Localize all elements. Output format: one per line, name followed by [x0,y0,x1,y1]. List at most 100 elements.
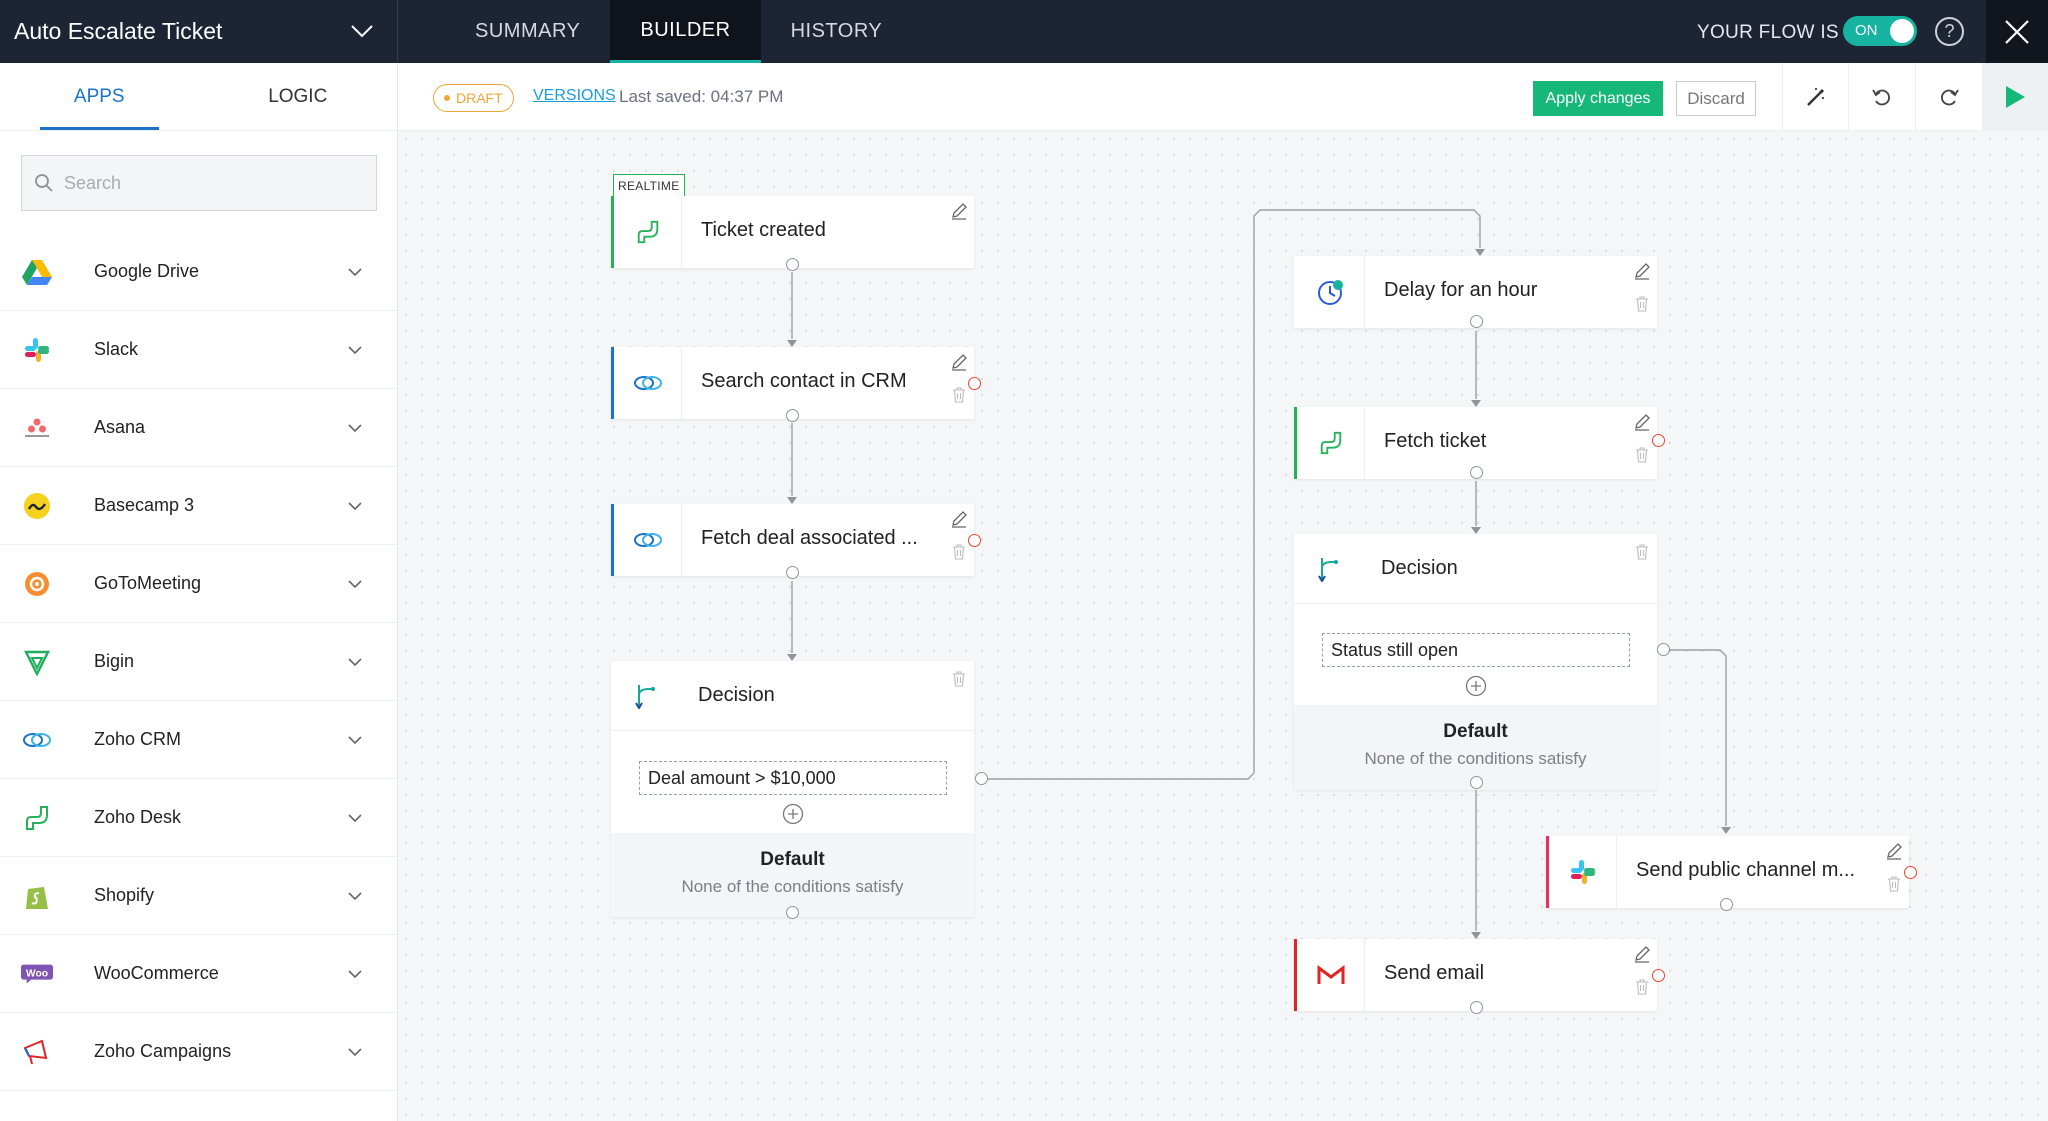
redo-button[interactable] [1915,63,1981,131]
flow-on-toggle[interactable]: ON [1843,16,1917,46]
edit-icon[interactable] [1633,945,1651,963]
app-name: Zoho Desk [94,807,182,827]
app-name: Zoho CRM [94,729,182,749]
chevron-down-icon[interactable] [347,264,363,280]
tab-history[interactable]: HISTORY [790,20,883,42]
app-item-google-drive[interactable]: Google Drive [0,233,397,311]
versions-link[interactable]: VERSIONS [533,87,616,104]
edit-icon[interactable] [950,353,968,371]
decision-node-2[interactable]: Decision Status still open Default None … [1294,534,1657,790]
edit-icon[interactable] [950,202,968,220]
output-port[interactable] [786,566,799,579]
search-input[interactable] [64,172,296,194]
error-port[interactable] [1652,434,1665,447]
app-item-basecamp[interactable]: Basecamp 3 [0,467,397,545]
edit-icon[interactable] [950,510,968,528]
trash-icon[interactable] [1887,876,1901,892]
trash-icon[interactable] [952,387,966,403]
app-name: Bigin [94,651,135,671]
app-item-woocommerce[interactable]: Woo WooCommerce [0,935,397,1013]
tab-apps[interactable]: APPS [0,63,199,130]
tab-summary[interactable]: SUMMARY [475,20,581,42]
slack-icon [1549,836,1617,908]
app-item-slack[interactable]: Slack [0,311,397,389]
app-name: GoToMeeting [94,573,202,593]
undo-button[interactable] [1848,63,1914,131]
tab-builder[interactable]: BUILDER [610,0,761,63]
edit-icon[interactable] [1633,413,1651,431]
output-port[interactable] [786,258,799,271]
node-search-contact-crm[interactable]: Search contact in CRM [611,347,974,419]
condition-port[interactable] [1657,643,1670,656]
add-condition-icon[interactable] [782,803,804,825]
edit-icon[interactable] [1885,842,1903,860]
output-port[interactable] [786,409,799,422]
apply-changes-button[interactable]: Apply changes [1533,81,1663,116]
app-item-gotomeeting[interactable]: GoToMeeting [0,545,397,623]
discard-button[interactable]: Discard [1676,81,1756,116]
trash-icon[interactable] [1635,296,1649,312]
node-title: Fetch deal associated ... [701,527,918,549]
node-send-email[interactable]: Send email [1294,939,1657,1011]
error-port[interactable] [968,377,981,390]
chevron-down-icon[interactable] [347,342,363,358]
help-icon[interactable]: ? [1935,17,1964,46]
flow-selector[interactable]: Auto Escalate Ticket [0,0,398,63]
condition-port[interactable] [975,772,988,785]
app-item-zoho-crm[interactable]: Zoho CRM [0,701,397,779]
trash-icon[interactable] [1635,544,1649,560]
chevron-down-icon[interactable] [349,18,375,44]
node-ticket-created[interactable]: Ticket created [611,196,974,268]
flow-canvas[interactable]: REALTIME Ticket created Search contact i… [398,131,2048,1121]
svg-text:Woo: Woo [26,968,48,979]
output-port[interactable] [1470,315,1483,328]
tab-logic[interactable]: LOGIC [268,85,328,107]
error-port[interactable] [1904,866,1917,879]
output-port[interactable] [1470,466,1483,479]
app-item-asana[interactable]: Asana [0,389,397,467]
default-branch[interactable]: Default None of the conditions satisfy [611,833,974,917]
app-item-zoho-desk[interactable]: Zoho Desk [0,779,397,857]
trash-icon[interactable] [1635,447,1649,463]
chevron-down-icon[interactable] [347,498,363,514]
app-item-zoho-campaigns[interactable]: Zoho Campaigns [0,1013,397,1091]
app-item-shopify[interactable]: Shopify [0,857,397,935]
chevron-down-icon[interactable] [347,732,363,748]
woocommerce-icon: Woo [21,958,53,990]
chevron-down-icon[interactable] [347,654,363,670]
trash-icon[interactable] [1635,979,1649,995]
chevron-down-icon[interactable] [347,888,363,904]
toggle-knob [1890,19,1914,43]
close-button[interactable] [1986,0,2048,63]
app-name: Basecamp 3 [94,495,195,515]
magic-wand-button[interactable] [1782,63,1848,131]
error-port[interactable] [1652,969,1665,982]
output-port[interactable] [1470,1001,1483,1014]
app-item-bigin[interactable]: Bigin [0,623,397,701]
add-condition-icon[interactable] [1465,675,1487,697]
magic-wand-icon [1806,88,1824,106]
run-flow-button[interactable] [1982,63,2048,131]
decision-condition[interactable]: Status still open [1322,633,1630,667]
chevron-down-icon[interactable] [347,810,363,826]
chevron-down-icon[interactable] [347,966,363,982]
zoho-crm-icon [614,347,682,419]
chevron-down-icon[interactable] [347,1044,363,1060]
node-fetch-deal[interactable]: Fetch deal associated ... [611,504,974,576]
output-port[interactable] [1720,898,1733,911]
decision-condition[interactable]: Deal amount > $10,000 [639,761,947,795]
decision-node-1[interactable]: Decision Deal amount > $10,000 Default N… [611,661,974,917]
slack-icon [21,334,53,366]
trash-icon[interactable] [952,671,966,687]
edit-icon[interactable] [1633,262,1651,280]
sidebar: APPS LOGIC Google Drive Slack Asana Base… [0,63,398,1121]
shopify-icon [21,880,53,912]
default-branch[interactable]: Default None of the conditions satisfy [1294,705,1657,790]
chevron-down-icon[interactable] [347,420,363,436]
default-port[interactable] [786,906,799,919]
chevron-down-icon[interactable] [347,576,363,592]
trash-icon[interactable] [952,544,966,560]
node-send-public-channel[interactable]: Send public channel m... [1546,836,1909,908]
default-port[interactable] [1470,776,1483,789]
error-port[interactable] [968,534,981,547]
